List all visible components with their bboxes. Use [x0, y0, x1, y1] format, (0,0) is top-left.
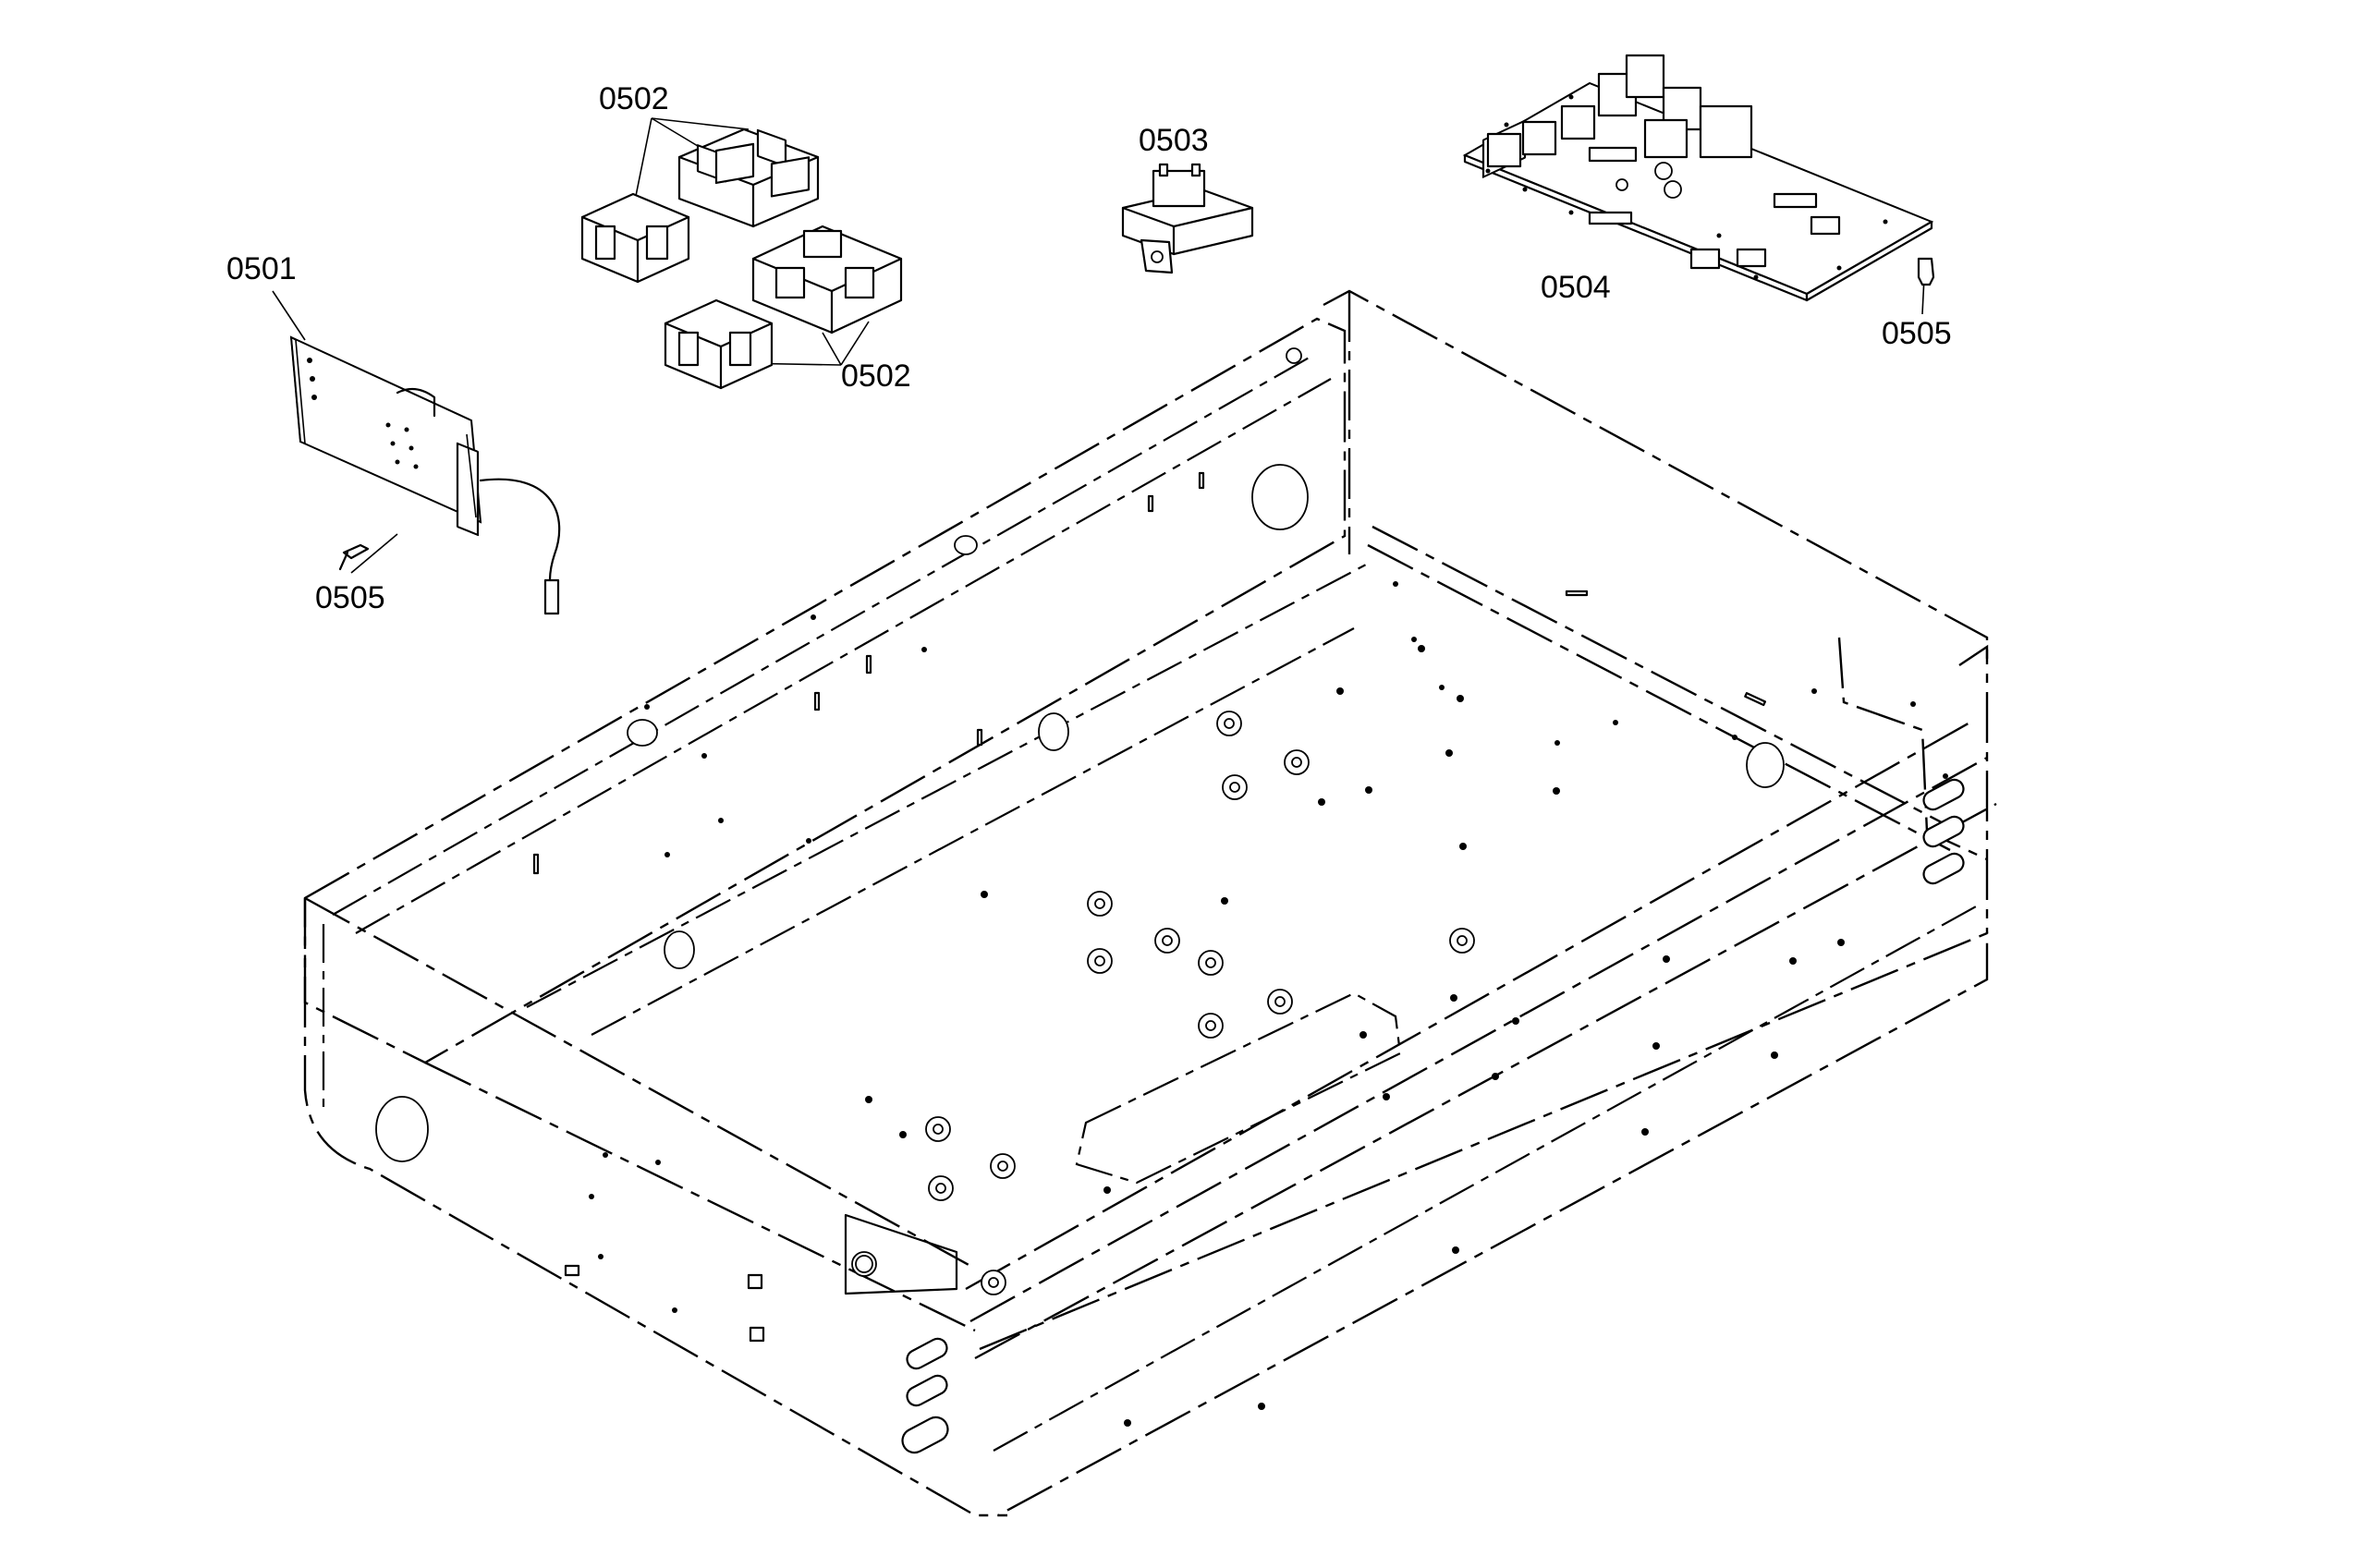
callout-0503: 0503	[1139, 123, 1209, 158]
part-0504-main-board	[1462, 54, 1935, 302]
chassis-holes	[375, 347, 1965, 1454]
leader-0502-b	[651, 117, 699, 147]
callout-0502-bottom: 0502	[841, 359, 911, 394]
part-0505-right-standoff	[1917, 257, 1935, 286]
chassis-housing	[303, 289, 1997, 1517]
callout-0502-top: 0502	[599, 81, 669, 116]
leader-0505-left	[350, 533, 398, 574]
leader-0501	[272, 290, 306, 341]
part-0502-relay-blocks	[580, 128, 903, 390]
leader-0502-a	[635, 117, 652, 197]
leader-lines	[272, 117, 1925, 574]
part-0503-transformer	[1121, 163, 1254, 274]
part-0501-control-board	[289, 335, 561, 615]
leader-0502-c	[651, 117, 750, 130]
callout-0504: 0504	[1541, 270, 1611, 305]
callout-0501: 0501	[226, 251, 297, 286]
leader-0502-e	[822, 332, 842, 366]
callout-0505-right: 0505	[1882, 316, 1952, 351]
leader-0502-f	[840, 321, 870, 366]
callout-0505-left: 0505	[315, 580, 385, 615]
